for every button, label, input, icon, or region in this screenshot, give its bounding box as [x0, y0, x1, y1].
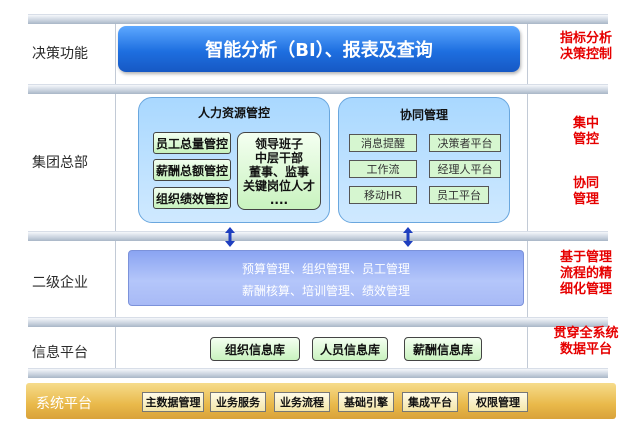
band-line-1: 预算管理、组织管理、员工管理 — [241, 262, 410, 276]
sys-base-engine: 基础引擎 — [338, 392, 394, 412]
info-staff-database: 人员信息库 — [312, 337, 388, 361]
frame-right-line — [527, 18, 528, 378]
sys-integration-platform: 集成平台 — [402, 392, 458, 412]
talent-line-1: 领导班子 — [254, 137, 303, 151]
talent-line-5: .... — [269, 193, 289, 207]
note-collab-line-2: 管理 — [572, 192, 599, 207]
double-arrow-left — [225, 227, 235, 247]
band-line-2: 薪酬核算、培训管理、绩效管理 — [241, 284, 410, 298]
collab-item-manager-platform: 经理人平台 — [429, 160, 501, 178]
note-control-line-2: 管控 — [572, 132, 599, 147]
talent-line-3: 董事、监事 — [248, 165, 309, 179]
tier-secondary-label: 二级企业 — [32, 275, 88, 291]
note-refined-line-2: 流程的精 — [559, 266, 612, 281]
note-decision-line-1: 指标分析 — [559, 31, 612, 46]
collab-panel: 协同管理 消息提醒 决策者平台 工作流 经理人平台 移动HR 员工平台 — [338, 97, 510, 223]
frame-left-line — [115, 18, 116, 378]
sys-business-service: 业务服务 — [210, 392, 266, 412]
tier-system-label: 系统平台 — [36, 396, 92, 412]
collab-item-workflow: 工作流 — [349, 160, 417, 178]
double-arrow-right — [403, 227, 413, 247]
note-decision-line-2: 决策控制 — [559, 47, 612, 62]
secondary-enterprise-band: 预算管理、组织管理、员工管理 薪酬核算、培训管理、绩效管理 — [128, 250, 524, 306]
note-collab-line-1: 协同 — [572, 176, 599, 191]
info-org-database: 组织信息库 — [210, 337, 300, 361]
collab-item-message: 消息提醒 — [349, 134, 417, 152]
bi-report-banner: 智能分析（BI）、报表及查询 — [118, 26, 520, 72]
note-refined-mgmt: 基于管理 流程的精 细化管理 — [532, 250, 640, 298]
note-data-line-2: 数据平台 — [559, 342, 612, 357]
hr-talent-box: 领导班子 中层干部 董事、监事 关键岗位人才 .... — [237, 132, 321, 210]
tier-decision-label: 决策功能 — [32, 46, 88, 62]
note-data-platform: 贯穿全系统 数据平台 — [532, 326, 640, 358]
hr-panel-title: 人力资源管控 — [197, 106, 270, 120]
shelf-top — [28, 14, 608, 24]
collab-item-mobile-hr: 移动HR — [349, 186, 417, 204]
collab-item-employee-platform: 员工平台 — [429, 186, 489, 204]
note-data-line-1: 贯穿全系统 — [553, 326, 619, 341]
sys-master-data: 主数据管理 — [142, 392, 204, 412]
shelf-secondary — [28, 317, 608, 327]
shelf-group — [28, 231, 608, 241]
shelf-decision — [28, 84, 608, 94]
hr-control-panel: 人力资源管控 员工总量管控 薪酬总额管控 组织绩效管控 领导班子 中层干部 董事… — [138, 97, 330, 223]
talent-line-4: 关键岗位人才 — [242, 179, 315, 193]
hr-item-payroll: 薪酬总额管控 — [153, 159, 231, 181]
note-control-line-1: 集中 — [572, 116, 599, 131]
info-salary-database: 薪酬信息库 — [404, 337, 482, 361]
hr-item-headcount: 员工总量管控 — [153, 132, 231, 154]
note-refined-line-1: 基于管理 — [559, 250, 612, 265]
note-decision: 指标分析 决策控制 — [532, 31, 640, 63]
collab-panel-title: 协同管理 — [399, 108, 448, 122]
tier-info-label: 信息平台 — [32, 345, 88, 361]
hr-item-performance: 组织绩效管控 — [153, 187, 231, 209]
note-refined-line-3: 细化管理 — [559, 282, 612, 297]
note-centralized-control: 集中 管控 — [532, 116, 640, 148]
talent-line-2: 中层干部 — [254, 151, 303, 165]
sys-business-process: 业务流程 — [274, 392, 330, 412]
note-collaborative-mgmt: 协同 管理 — [532, 176, 640, 208]
tier-group-label: 集团总部 — [32, 155, 88, 171]
sys-permission-mgmt: 权限管理 — [468, 392, 528, 412]
collab-item-decision-platform: 决策者平台 — [429, 134, 501, 152]
shelf-info — [28, 368, 608, 378]
